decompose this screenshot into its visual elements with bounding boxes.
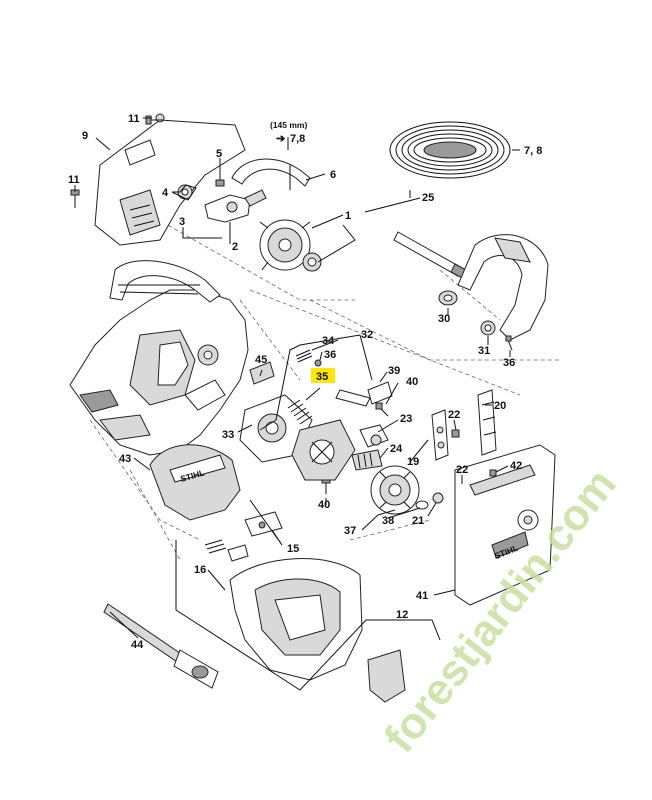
label-22-upper: 22 (448, 409, 460, 421)
label-7-8-upper: 7,8 (290, 133, 305, 145)
part-40-screw-top (375, 402, 389, 417)
part-36-pin-small (314, 359, 322, 367)
part-41-sprocket-cover (454, 444, 556, 606)
label-35: 35 (316, 371, 328, 383)
main-housing (69, 260, 249, 456)
label-5: 5 (216, 148, 222, 160)
part-11-screw-left (70, 189, 80, 208)
label-11-left: 11 (68, 174, 80, 186)
part-43-top-cover (149, 444, 241, 521)
label-40-top: 40 (406, 376, 418, 388)
label-36: 36 (324, 349, 336, 361)
label-4: 4 (162, 187, 169, 199)
arrow-glyph: ➔ (276, 133, 286, 145)
reference-labels: 11 9 11 5 4 3 2 (145 mm) ➔ 7,8 6 1 7, 8 … (68, 113, 542, 651)
label-16: 16 (194, 564, 206, 576)
label-43: 43 (119, 453, 131, 465)
part-24-worm (351, 449, 383, 471)
label-30: 30 (438, 313, 450, 325)
label-39: 39 (388, 365, 400, 377)
label-37: 37 (344, 525, 356, 537)
label-23: 23 (400, 413, 412, 425)
label-44: 44 (131, 639, 144, 651)
label-25: 25 (422, 192, 434, 204)
label-12: 12 (396, 609, 408, 621)
part-2-lever-assembly (204, 189, 267, 223)
part-38-washer (415, 500, 429, 510)
hand-guard (457, 234, 549, 341)
part-34-spring-small (295, 349, 313, 363)
part-16-spring-set (204, 539, 249, 562)
label-9: 9 (82, 130, 88, 142)
part-5-screw (215, 165, 225, 187)
label-11-top: 11 (128, 113, 140, 125)
assembly-guide-lines (89, 214, 560, 561)
part-35-spring (287, 399, 313, 425)
label-24: 24 (390, 443, 403, 455)
label-40-bottom: 40 (318, 499, 330, 511)
highlight-part-35 (311, 368, 335, 383)
part-15-lever-set (244, 511, 283, 537)
leader-lines (74, 117, 520, 691)
part-11-screw-top (145, 115, 163, 125)
label-33: 33 (222, 429, 234, 441)
part-31-spring (480, 320, 496, 336)
label-34: 34 (322, 335, 335, 347)
label-32: 32 (361, 329, 373, 341)
label-22-lower: 22 (456, 464, 468, 476)
part-19-plate (431, 409, 449, 461)
part-7-8-rewind-spring (389, 121, 511, 179)
part-22-screw-upper (451, 429, 460, 438)
label-3: 3 (179, 216, 185, 228)
label-19: 19 (407, 456, 419, 468)
label-31: 31 (478, 345, 490, 357)
part-45-guide-plate (249, 361, 275, 385)
label-1: 1 (345, 210, 351, 222)
label-21: 21 (412, 515, 424, 527)
label-41: 41 (416, 590, 428, 602)
part-6-fuel-hose (231, 158, 311, 190)
label-36-right: 36 (503, 357, 515, 369)
part-42-nut (489, 469, 497, 477)
part-36-pin-right (505, 335, 513, 351)
label-42: 42 (510, 460, 522, 472)
part-oil-pump-gear (291, 419, 356, 481)
part-25-brake-rod (393, 231, 467, 279)
part-37-clutch-drum (370, 465, 420, 515)
label-20: 20 (494, 400, 506, 412)
part-30-bushing (438, 290, 458, 306)
part-9-handle-housing (94, 113, 246, 246)
part-12-trigger-guard (367, 649, 406, 703)
part-21-nut (432, 492, 444, 504)
label-6: 6 (330, 169, 336, 181)
label-15: 15 (287, 543, 299, 555)
part-20-plate (477, 389, 497, 456)
label-145mm: (145 mm) (270, 120, 307, 130)
part-1-starter-cover (259, 219, 322, 272)
label-2: 2 (232, 241, 238, 253)
part-12-rear-handle (229, 558, 363, 681)
label-7-8-right: 7, 8 (524, 145, 542, 157)
part-44-wrench (103, 603, 219, 689)
part-39-lever (335, 381, 393, 407)
label-45: 45 (255, 354, 267, 366)
label-38: 38 (382, 515, 394, 527)
